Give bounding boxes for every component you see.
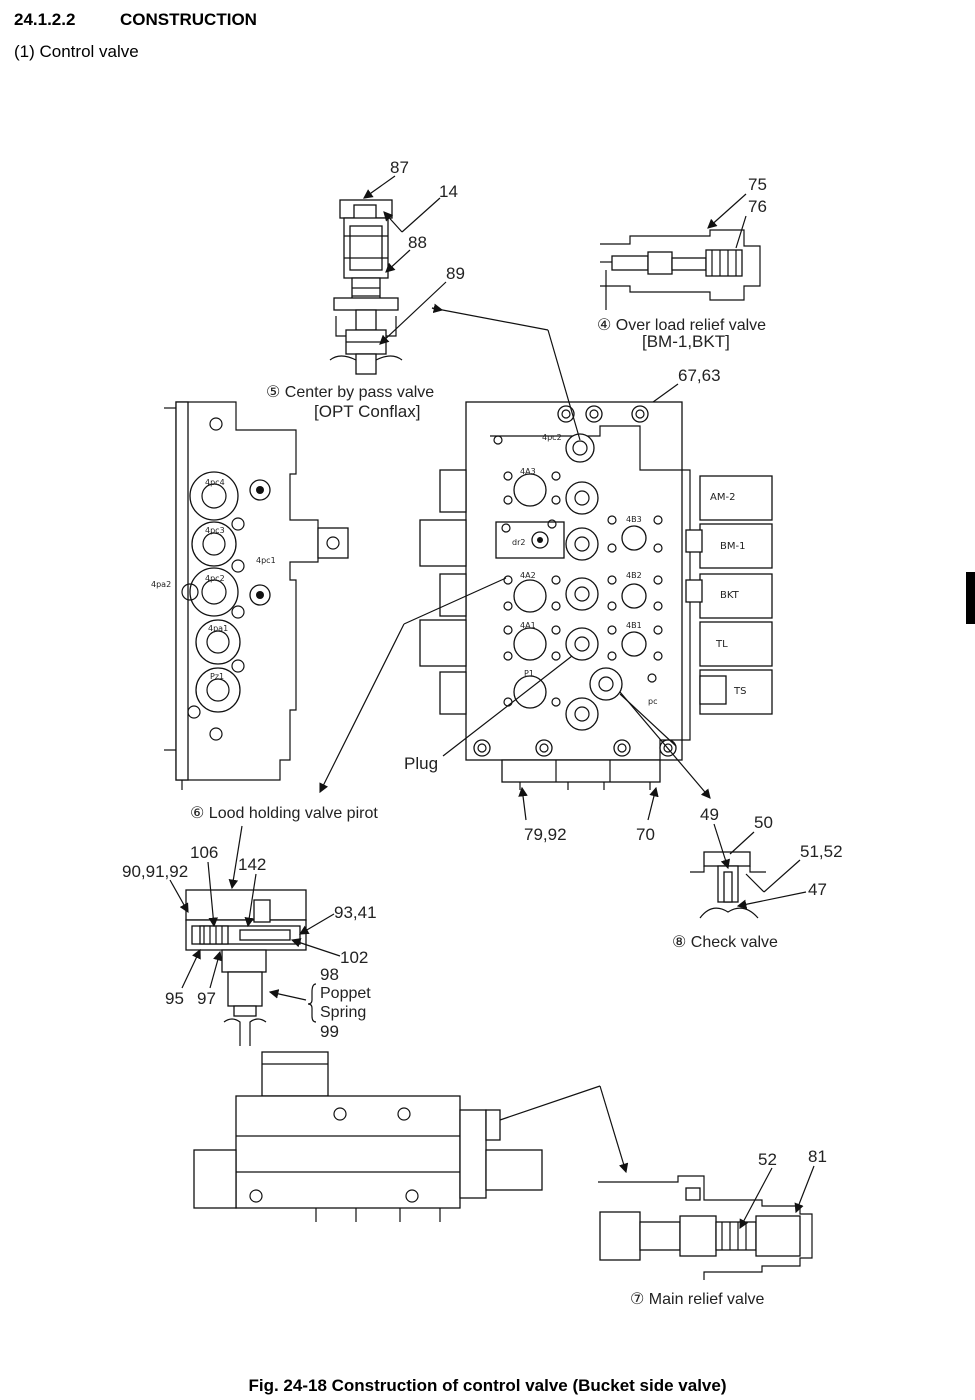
part-88-label: 88	[408, 233, 427, 252]
side-port-4pc4: 4pc4	[205, 478, 225, 487]
overload-relief-valve-drawing	[600, 229, 761, 310]
port-4b1: 4B1	[626, 621, 642, 630]
section-bkt: BKT	[720, 590, 740, 601]
part-79-92-label: 79,92	[524, 825, 567, 844]
subsection-title: (1) Control valve	[14, 42, 139, 61]
part-102-label: 102	[340, 948, 368, 967]
main-relief-valve-label: ⑦ Main relief valve	[630, 1291, 764, 1308]
part-97-label: 97	[197, 989, 216, 1008]
valve-body-bottom-view	[193, 1051, 543, 1222]
side-port-4pa1: 4pa1	[208, 624, 228, 633]
side-port-4pa2: 4pa2	[151, 580, 171, 589]
part-47-label: 47	[808, 880, 827, 899]
part-67-63-label: 67,63	[678, 366, 721, 385]
section-number: 24.1.2.2	[14, 10, 76, 29]
port-dr2: dr2	[512, 538, 525, 547]
part-50-label: 50	[754, 813, 773, 832]
part-95-label: 95	[165, 989, 184, 1008]
port-p1: P1	[524, 669, 534, 678]
part-99-label: 99	[320, 1022, 339, 1041]
main-relief-valve-drawing	[598, 1175, 813, 1280]
section-bm1: BM-1	[720, 541, 745, 552]
part-90-91-92-label: 90,91,92	[122, 862, 188, 881]
part-52-label: 52	[758, 1150, 777, 1169]
side-port-4pc3: 4pc3	[205, 526, 225, 535]
side-port-pz1: Pz1	[210, 672, 224, 681]
plug-label: Plug	[404, 754, 438, 773]
overload-relief-valve-sublabel: [BM-1,BKT]	[642, 332, 730, 351]
part-87-label: 87	[390, 158, 409, 177]
part-51-52-label: 51,52	[800, 842, 843, 861]
section-am2: AM-2	[710, 492, 735, 503]
part-76-label: 76	[748, 197, 767, 216]
check-valve-drawing	[690, 851, 766, 919]
part-142-label: 142	[238, 855, 266, 874]
poppet-label: Poppet	[320, 985, 371, 1002]
center-bypass-valve-drawing	[329, 199, 403, 375]
port-4a3: 4A3	[520, 467, 536, 476]
port-4pc2: 4pc2	[542, 433, 562, 442]
valve-body-front-view	[419, 401, 773, 790]
section-title: CONSTRUCTION	[120, 10, 257, 29]
side-port-4pc1: 4pc1	[256, 556, 276, 565]
spring-label: Spring	[320, 1004, 366, 1021]
part-106-label: 106	[190, 843, 218, 862]
center-bypass-valve-label: ⑤ Center by pass valve	[266, 384, 434, 401]
port-4b2: 4B2	[626, 571, 642, 580]
port-pc: pc	[648, 697, 657, 706]
overload-relief-valve-label: ④ Over load relief valve	[597, 317, 766, 334]
figure-caption: Fig. 24-18 Construction of control valve…	[248, 1376, 727, 1395]
check-valve-label: ⑧ Check valve	[672, 934, 778, 951]
part-93-41-label: 93,41	[334, 903, 377, 922]
page-edge-tab	[966, 572, 975, 624]
port-4a2: 4A2	[520, 571, 536, 580]
side-port-4pc2: 4pc2	[205, 574, 225, 583]
part-89-label: 89	[446, 264, 465, 283]
part-14-label: 14	[439, 182, 458, 201]
load-holding-valve-label: ⑥ Lood holding valve pirot	[190, 805, 378, 822]
section-ts: TS	[733, 686, 746, 697]
load-holding-valve-drawing	[185, 889, 307, 1046]
section-tl: TL	[715, 639, 728, 650]
part-70-label: 70	[636, 825, 655, 844]
part-81-label: 81	[808, 1147, 827, 1166]
port-4b3: 4B3	[626, 515, 642, 524]
port-4a1: 4A1	[520, 621, 536, 630]
part-49-label: 49	[700, 805, 719, 824]
center-bypass-valve-sublabel: [OPT Conflax]	[314, 402, 420, 421]
part-75-label: 75	[748, 175, 767, 194]
part-98-label: 98	[320, 965, 339, 984]
valve-body-side-view	[164, 401, 349, 790]
